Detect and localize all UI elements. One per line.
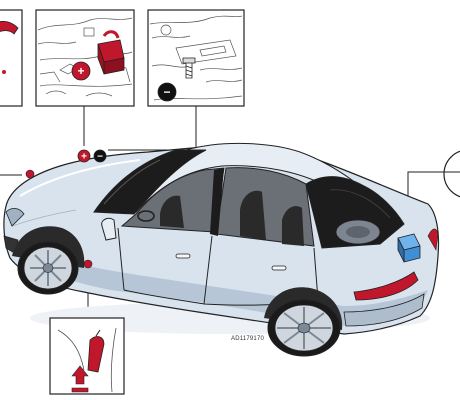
positive-badge-symbol: +: [77, 64, 84, 78]
bonnet-latch-lever-panel: [49, 317, 125, 395]
bonnet-release-panel: [0, 9, 23, 107]
reference-code: AD1179170: [231, 336, 265, 342]
boot-battery: [397, 233, 421, 263]
tail-light: [353, 271, 419, 301]
rear-wheel: [264, 287, 343, 357]
battery-negative-ground-panel: −: [147, 9, 245, 107]
bonnet-release-marker: [25, 169, 35, 179]
negative-marker: [93, 149, 107, 163]
positive-marker-symbol: +: [81, 152, 87, 163]
positive-badge: [71, 61, 91, 81]
negative-badge: [157, 82, 177, 102]
battery-block: [97, 30, 125, 75]
positive-marker: [77, 149, 91, 163]
ground-bolt: [182, 57, 196, 79]
boot-battery-panel: [443, 150, 460, 198]
car: [3, 142, 440, 357]
bonnet-latch-marker: [83, 259, 93, 269]
pull-arrow-icon: [71, 365, 89, 393]
negative-marker-symbol: −: [97, 152, 103, 163]
windscreen: [93, 149, 207, 215]
terminal-markers: + −: [77, 149, 107, 163]
front-wheel: [12, 226, 85, 295]
negative-badge-symbol: −: [163, 85, 170, 99]
battery-positive-terminal-panel: +: [35, 9, 135, 107]
latch-lever: [87, 336, 105, 373]
